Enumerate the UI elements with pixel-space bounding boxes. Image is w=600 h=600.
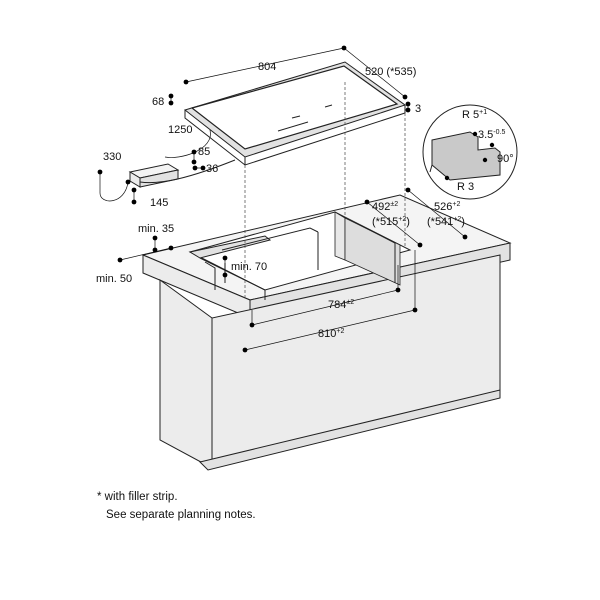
dimension-dots: [97, 45, 495, 353]
cutout-inner-wall-left: [188, 235, 272, 259]
dim-line-492: [366, 201, 421, 246]
hob-control-mark-2: [324, 104, 333, 108]
label-min35: min. 35: [138, 223, 174, 235]
label-min50: min. 50: [96, 273, 132, 285]
label-85: 85: [198, 146, 210, 158]
dim-line-min50: [119, 247, 172, 261]
rail-right: [359, 224, 396, 283]
dim-line-810: [244, 309, 416, 351]
dim-line-804: [185, 47, 345, 83]
label-1250: 1250: [168, 124, 192, 136]
label-r3: R 3: [457, 181, 474, 193]
label-90: 90°: [497, 153, 514, 165]
rail-back: [221, 227, 319, 251]
hob-control-strip: [277, 121, 309, 132]
label-3: 3: [415, 103, 421, 115]
label-min70: min. 70: [231, 261, 267, 273]
label-r5: R 5+1: [462, 109, 487, 121]
hob-control-mark: [291, 115, 301, 119]
cabinet-plinth: [199, 389, 501, 471]
label-68: 68: [152, 96, 164, 108]
rail-front: [199, 257, 266, 300]
dim-line-526: [407, 189, 466, 238]
label-515: (*515+2): [372, 216, 410, 228]
cabinet-front: [159, 279, 213, 469]
note-line-2: See separate planning notes.: [106, 509, 256, 521]
label-330: 330: [103, 151, 121, 163]
label-492: 492±2: [372, 201, 398, 213]
label-810: 810+2: [318, 328, 344, 340]
cutout-inner-wall-back: [334, 211, 346, 261]
label-784: 784±2: [328, 299, 354, 311]
hob-glass: [190, 65, 399, 150]
label-36: 36: [206, 163, 218, 175]
rail-left-post: [204, 261, 216, 290]
label-520: 520 (*535): [365, 66, 416, 78]
dim-line-520: [343, 47, 406, 98]
control-box-cable: [139, 159, 236, 184]
dim-line-330: [99, 172, 129, 202]
dim-line-784: [251, 289, 399, 326]
label-145: 145: [150, 197, 168, 209]
label-541: (*541+2): [427, 216, 465, 228]
label-526: 526+2: [434, 201, 460, 213]
label-3-5: 3.5-0.5: [478, 129, 505, 141]
detail-callout: [429, 164, 433, 173]
note-line-1: * with filler strip.: [97, 491, 178, 503]
label-804: 804: [258, 61, 276, 73]
